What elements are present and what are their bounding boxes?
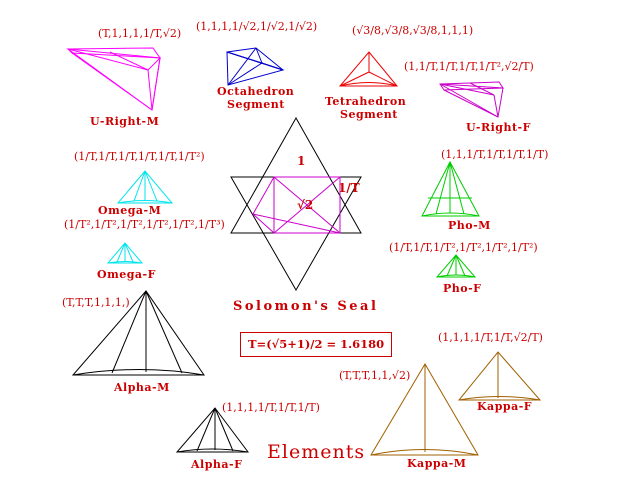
figure-name-octahedron-segment-line1: Octahedron [217,85,295,98]
solomons-seal-inner [252,176,341,234]
vector-label-octahedron-segment: (1,1,1,1/√2,1/√2,1/√2) [196,20,318,33]
figure-name-u-right-f: U-Right-F [466,121,531,134]
figure-name-omega-f: Omega-F [97,268,156,281]
vector-label-pho-m: (1,1,1/T,1/T,1/T,1/T) [441,148,549,161]
figure-u-right-f [439,81,504,118]
figure-pho-m [421,160,480,217]
seal-edge-label-sqrt2: √2 [297,198,314,212]
figure-omega-f [106,242,144,264]
figure-omega-m [116,170,174,204]
figure-name-tetrahedron-segment-line2: Segment [340,108,398,121]
formula-box: T=(√5+1)/2 = 1.6180 [240,332,393,357]
page-title-solomons-seal: Solomon's Seal [233,299,379,314]
vector-label-omega-f: (1/T²,1/T²,1/T²,1/T²,1/T²,1/T³) [64,218,225,231]
figure-name-tetrahedron-segment-line1: Tetrahedron [325,95,407,108]
figure-name-u-right-m: U-Right-M [90,115,160,128]
vector-label-omega-m: (1/T,1/T,1/T,1/T,1/T,1/T²) [74,150,205,163]
figure-kappa-m [370,363,479,456]
figure-name-omega-m: Omega-M [98,204,162,217]
seal-edge-label-1-over-t: 1/T [338,181,360,195]
figure-alpha-m [71,290,205,376]
figure-alpha-f [175,407,249,453]
vector-label-kappa-m: (T,T,T,1,1,√2) [339,369,411,382]
figure-name-kappa-f: Kappa-F [477,400,533,413]
figure-kappa-f [457,351,542,401]
figure-name-kappa-m: Kappa-M [407,457,467,470]
vector-label-u-right-f: (1,1/T,1/T,1/T,1/T²,√2/T) [404,60,534,73]
vector-label-alpha-m: (T,T,T,1,1,1,) [62,296,130,309]
figure-u-right-m [66,47,162,111]
page-title-elements: Elements [267,441,366,463]
figure-name-alpha-m: Alpha-M [114,381,170,394]
figure-name-alpha-f: Alpha-F [191,458,243,471]
seal-edge-label-1: 1 [297,154,306,168]
figure-tetrahedron-segment [338,51,399,87]
vector-label-u-right-m: (T,1,1,1,1/T,√2) [98,27,182,40]
figure-name-octahedron-segment-line2: Segment [227,98,285,111]
vector-label-pho-f: (1/T,1/T,1/T²,1/T²,1/T²,1/T²) [389,241,538,254]
solomons-seal-outline [230,116,362,292]
figure-octahedron-segment [226,47,285,86]
figure-pho-f [435,254,477,278]
vector-label-tetrahedron-segment: (√3/8,√3/8,√3/8,1,1,1) [352,24,474,37]
figure-name-pho-f: Pho-F [443,282,482,295]
figure-name-pho-m: Pho-M [448,219,491,232]
vector-label-alpha-f: (1,1,1,1/T,1/T,1/T) [222,401,320,414]
vector-label-kappa-f: (1,1,1,1/T,1/T,√2/T) [438,331,543,344]
